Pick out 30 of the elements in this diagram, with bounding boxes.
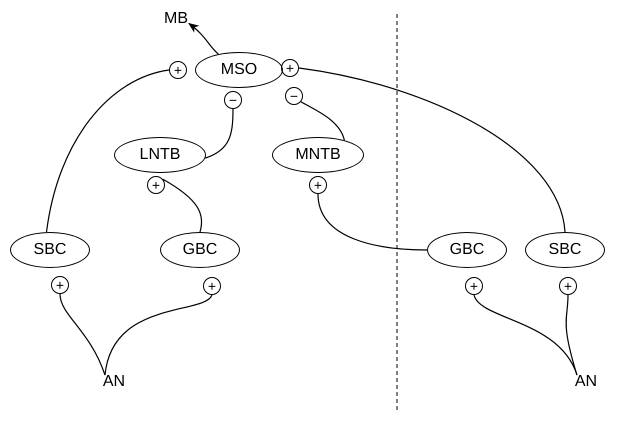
sign-circle: + xyxy=(465,277,483,295)
connector-line xyxy=(298,67,566,232)
sign-circle: + xyxy=(51,276,69,294)
node-label: AN xyxy=(100,373,128,391)
connector-line xyxy=(188,22,219,55)
node-label: AN xyxy=(572,373,600,391)
sign-circle: + xyxy=(281,59,299,77)
ellipse-node: LNTB xyxy=(114,137,206,173)
ellipse-node: MNTB xyxy=(272,137,364,173)
sign-circle: + xyxy=(559,277,577,295)
sign-circle: + xyxy=(169,61,187,79)
ellipse-node: GBC xyxy=(160,232,240,268)
connector-line xyxy=(205,109,234,159)
node-label: MB xyxy=(161,10,191,28)
sign-circle: − xyxy=(224,91,242,109)
sign-circle: + xyxy=(203,277,221,295)
connector-line xyxy=(46,69,170,232)
ellipse-node: GBC xyxy=(427,232,507,268)
ellipse-node: MSO xyxy=(195,52,283,88)
sign-circle: + xyxy=(147,176,165,194)
connector-line xyxy=(473,294,578,376)
connector-line xyxy=(317,194,428,251)
ellipse-node: SBC xyxy=(10,232,90,268)
sign-circle: − xyxy=(285,87,303,105)
connector-line xyxy=(59,294,106,376)
connector-line xyxy=(104,294,212,376)
sign-circle: + xyxy=(309,176,327,194)
connector-line xyxy=(566,294,578,376)
ellipse-node: SBC xyxy=(525,232,605,268)
connector-line xyxy=(300,101,345,140)
